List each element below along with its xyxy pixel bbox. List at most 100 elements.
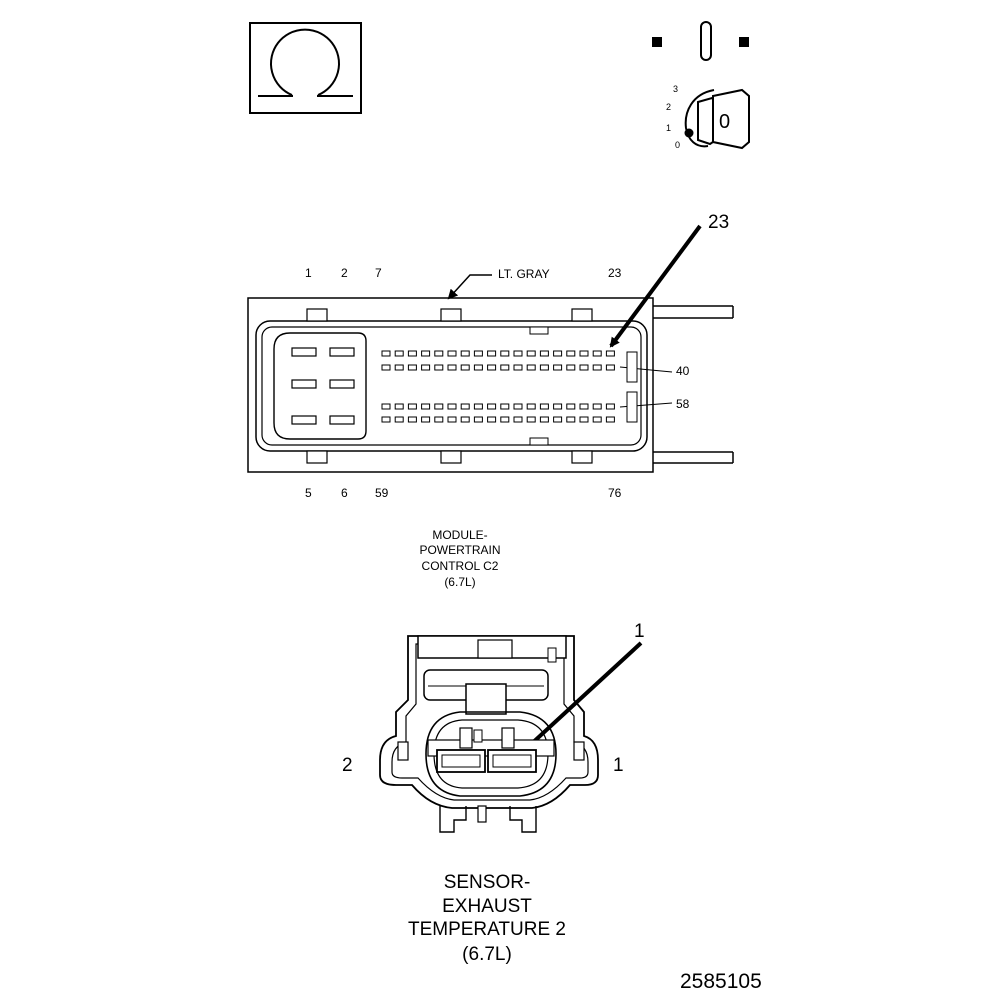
signal-pin-cavity [500,350,510,357]
bottom-pin-label-5: 5 [305,486,312,500]
signal-pin-cavity [579,364,589,371]
signal-pin-cavity [460,403,470,410]
signal-pin-cavity [579,416,589,423]
sensor-caption-line-3: TEMPERATURE 2 [408,919,566,940]
sensor-caption-line-2: EXHAUST [442,896,532,917]
signal-pin-cavity [500,403,510,410]
signal-pin-cavity [553,416,563,423]
side-pin-label-58: 58 [676,397,690,411]
signal-pin-cavity [592,350,602,357]
signal-pin-cavity [407,350,417,357]
signal-pin-cavity [487,403,497,410]
key-position-3: 3 [673,84,678,94]
signal-pin-cavity [473,350,483,357]
signal-pin-cavity [407,416,417,423]
signal-pin-cavity [434,364,444,371]
signal-pin-cavity [394,403,404,410]
bottom-pin-label-6: 6 [341,486,348,500]
signal-pin-cavity [513,350,523,357]
sensor-caption: SENSOR- EXHAUST TEMPERATURE 2 (6.7L) [408,872,566,965]
sensor-caption-line-4: (6.7L) [462,944,512,965]
signal-pin-cavity [381,350,391,357]
signal-pin-cavity [513,403,523,410]
signal-pin-cavity [500,364,510,371]
signal-pin-cavity [539,416,549,423]
sensor-callout-pin-1: 1 [634,621,645,642]
signal-pin-cavity [447,350,457,357]
callout-pin-23: 23 [708,212,729,233]
pcm-c2-connector: 1 2 7 23 LT. GRAY 23 5 6 59 76 40 58 [247,212,734,500]
signal-pin-cavity [553,364,563,371]
signal-pin-cavity [460,416,470,423]
signal-pin-cavity [526,350,536,357]
signal-pin-cavity [460,364,470,371]
signal-pin-cavity [394,350,404,357]
bottom-pin-label-59: 59 [375,486,389,500]
signal-pin-cavity [394,416,404,423]
sensor-pin-label-1: 1 [613,755,624,776]
signal-pin-cavity [592,416,602,423]
ignition-slot-icon [652,21,749,61]
signal-pin-cavity [394,364,404,371]
signal-pin-cavity [513,364,523,371]
signal-pin-cavity [566,364,576,371]
signal-pin-cavity [592,364,602,371]
signal-pin-cavity [553,350,563,357]
ohm-symbol-icon [249,22,362,114]
signal-pin-cavity [473,416,483,423]
signal-pin-cavity [566,350,576,357]
figure-number: 2585105 [680,970,762,993]
signal-pin-cavity [605,350,615,357]
pcm-caption-line-4: (6.7L) [444,575,475,589]
signal-pin-cavity [605,403,615,410]
signal-pin-cavity [526,403,536,410]
signal-pin-cavity [421,416,431,423]
key-position-1: 1 [666,123,671,133]
signal-pin-cavity [513,416,523,423]
pcm-caption-line-2: POWERTRAIN [419,543,500,557]
signal-pin-cavity [473,403,483,410]
top-pin-label-2: 2 [341,266,348,280]
signal-pin-cavity [434,350,444,357]
sensor-caption-line-1: SENSOR- [444,872,531,893]
signal-pin-cavity [381,416,391,423]
top-pin-label-7: 7 [375,266,382,280]
signal-pin-cavity [421,403,431,410]
signal-pin-cavity [526,416,536,423]
key-position-0: 0 [675,140,680,150]
signal-pin-cavity [434,403,444,410]
signal-pin-cavity [487,364,497,371]
top-pin-label-23: 23 [608,266,622,280]
signal-pin-cavity [605,416,615,423]
pcm-c2-caption: MODULE- POWERTRAIN CONTROL C2 (6.7L) [419,528,500,589]
pcm-caption-line-1: MODULE- [432,528,487,542]
signal-pin-cavity [579,350,589,357]
signal-pin-rows [381,350,615,423]
signal-pin-cavity [592,403,602,410]
exhaust-temp-sensor-connector: 1 2 1 [342,621,645,833]
signal-pin-cavity [407,364,417,371]
key-position-2: 2 [666,102,671,112]
signal-pin-cavity [381,364,391,371]
bottom-pin-label-76: 76 [608,486,622,500]
signal-pin-cavity [407,403,417,410]
pcm-caption-line-3: CONTROL C2 [422,559,499,573]
ignition-key-icon: 3 2 1 0 0 [666,84,750,150]
signal-pin-cavity [526,364,536,371]
signal-pin-cavity [421,350,431,357]
signal-pin-cavity [500,416,510,423]
signal-pin-cavity [447,364,457,371]
signal-pin-cavity [460,350,470,357]
key-label: 0 [719,111,730,133]
signal-pin-cavity [553,403,563,410]
signal-pin-cavity [539,350,549,357]
top-pin-label-1: 1 [305,266,312,280]
signal-pin-cavity [539,364,549,371]
signal-pin-cavity [447,416,457,423]
signal-pin-cavity [473,364,483,371]
signal-pin-cavity [566,403,576,410]
signal-pin-cavity [539,403,549,410]
signal-pin-cavity [447,403,457,410]
sensor-pin-label-2: 2 [342,755,353,776]
